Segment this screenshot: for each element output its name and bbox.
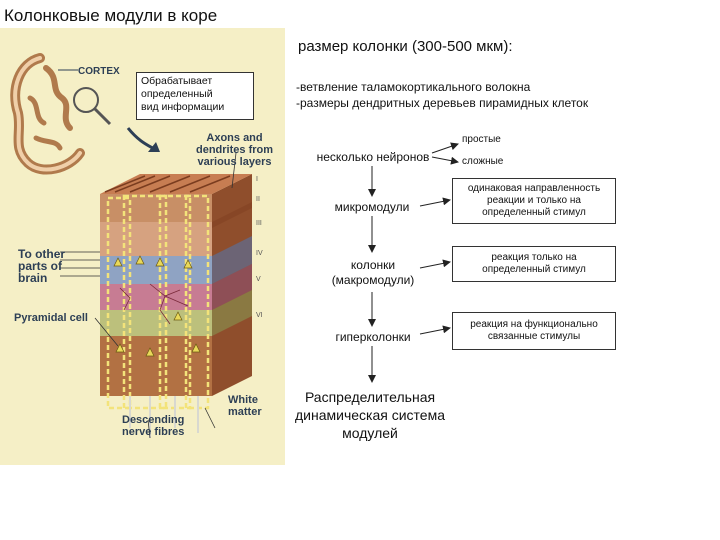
node-several-neurons: несколько нейронов — [316, 150, 430, 164]
white-matter-line: matter — [228, 406, 262, 418]
cortex-illustration — [10, 53, 252, 439]
description-box-columns: реакция только на определенный стимул — [452, 246, 616, 282]
layer-label-2: II — [256, 196, 260, 203]
callout-line: вид информации — [141, 101, 225, 113]
white-matter-label: White matter — [228, 394, 262, 418]
axons-label-line: various layers — [197, 156, 272, 168]
page-title: Колонковые модули в коре — [4, 6, 218, 25]
cortex-label: CORTEX — [78, 66, 120, 77]
to-other-parts-label: To other parts of brain — [18, 248, 65, 284]
node-system-line: модулей — [342, 425, 398, 441]
box-line: реакция на функционально — [470, 319, 598, 330]
callout-line: определенный — [141, 88, 213, 100]
layer-label-6: VI — [256, 312, 263, 319]
brain-section-icon — [10, 53, 85, 175]
node-columns: колонки (макромодули) — [318, 258, 428, 288]
to-other-line: parts of — [18, 259, 63, 273]
axons-label: Axons and dendrites from various layers — [196, 132, 273, 168]
node-micromodules: микромодули — [334, 200, 410, 214]
node-distributed-system: Распределительная динамическая система м… — [280, 388, 460, 442]
param-branching: -ветвление таламокортикального волокна — [296, 80, 531, 94]
layer-label-4: IV — [256, 250, 263, 257]
layer-label-5: V — [256, 276, 261, 283]
column-size-heading: размер колонки (300-500 мкм): — [298, 38, 513, 55]
param-dendrites: -размеры дендритных деревьев пирамидных … — [296, 96, 589, 110]
pyramidal-cell-label: Pyramidal cell — [14, 312, 88, 324]
node-system-line: Распределительная — [304, 389, 436, 405]
node-columns-line: колонки — [350, 258, 396, 272]
magnifier-icon — [73, 87, 112, 126]
label-simple: простые — [462, 134, 501, 145]
layer-label-3: III — [256, 220, 262, 227]
descending-line: nerve fibres — [122, 426, 185, 438]
cortex-column-figure: CORTEX Обрабатывает определенный вид инф… — [0, 28, 285, 465]
descending-fibres-label: Descending nerve fibres — [122, 414, 184, 438]
node-system-line: динамическая система — [295, 407, 445, 423]
axons-label-line: Axons and — [206, 132, 263, 144]
callout-line: Обрабатывает — [141, 75, 213, 87]
node-hypercolumns: гиперколонки — [335, 330, 411, 344]
label-complex: сложные — [462, 156, 504, 167]
box-line: реакция только на — [491, 252, 577, 263]
description-box-micromodules: одинаковая направленность реакции и толь… — [452, 178, 616, 224]
to-other-line: To other — [18, 247, 66, 261]
description-box-hypercolumns: реакция на функционально связанные стиму… — [452, 312, 616, 350]
axons-label-line: dendrites from — [196, 144, 274, 156]
white-matter-line: White — [228, 394, 258, 406]
layer-label-1: I — [256, 176, 258, 183]
callout-box: Обрабатывает определенный вид информации — [136, 72, 254, 120]
to-other-line: brain — [18, 271, 48, 285]
node-columns-line: (макромодули) — [331, 273, 415, 287]
descending-line: Descending — [122, 414, 185, 426]
box-line: одинаковая направленность — [467, 183, 601, 194]
box-line: связанные стимулы — [487, 331, 581, 342]
box-line: определенный стимул — [482, 264, 586, 275]
box-line: реакции и только на — [487, 195, 581, 206]
box-line: определенный стимул — [482, 207, 586, 218]
